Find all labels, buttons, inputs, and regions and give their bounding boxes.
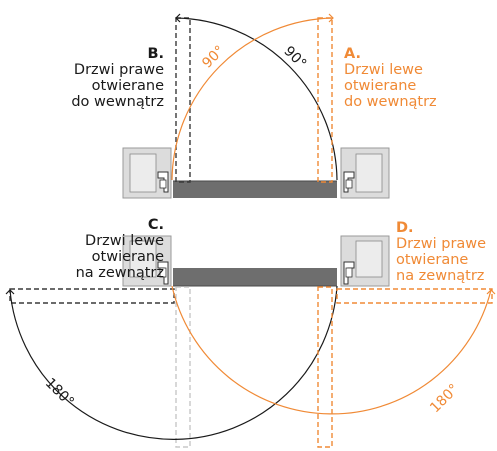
label-a-line-2: otwierane	[344, 78, 417, 94]
label-c-line-1: Drzwi lewe	[85, 233, 164, 249]
angle-top-black: 90°	[280, 43, 309, 72]
label-b-head: B.	[147, 46, 164, 62]
label-a-line-3: do wewnątrz	[344, 94, 437, 110]
label-b-line-3: do wewnątrz	[71, 94, 164, 110]
bottom-door-panel	[173, 268, 337, 286]
door-c-swing	[5, 285, 338, 440]
label-d: D. Drzwi prawe otwierane na zewnątrz	[396, 220, 486, 284]
label-b: B. Drzwi prawe otwierane do wewnątrz	[71, 46, 164, 110]
label-a-head: A.	[344, 46, 361, 62]
label-c-line-3: na zewnątrz	[75, 265, 164, 281]
door-a-swing	[171, 13, 334, 183]
label-b-line-1: Drzwi prawe	[73, 62, 164, 78]
label-d-line-1: Drzwi prawe	[396, 236, 487, 252]
door-grey-positions	[175, 286, 191, 448]
bottom-left-wall	[122, 235, 172, 287]
door-d-swing	[171, 285, 496, 448]
label-b-line-2: otwierane	[91, 78, 164, 94]
label-d-line-3: na zewnątrz	[396, 268, 485, 284]
top-left-wall	[122, 147, 172, 199]
top-right-wall	[340, 147, 390, 199]
top-door-panel	[173, 181, 337, 198]
label-c: C. Drzwi lewe otwierane na zewnątrz	[76, 217, 164, 281]
angle-top-orange: 90°	[199, 43, 228, 72]
angle-bottom-black: 180°	[42, 375, 77, 410]
angle-bottom-orange: 180°	[427, 381, 462, 416]
bottom-right-wall	[340, 235, 390, 287]
label-a-line-1: Drzwi lewe	[344, 62, 423, 78]
label-d-head: D.	[396, 220, 414, 236]
door-b-swing	[175, 13, 338, 183]
label-a: A. Drzwi lewe otwierane do wewnątrz	[344, 46, 437, 110]
label-c-head: C.	[147, 217, 164, 233]
label-c-line-2: otwierane	[91, 249, 164, 265]
label-d-line-2: otwierane	[396, 252, 469, 268]
